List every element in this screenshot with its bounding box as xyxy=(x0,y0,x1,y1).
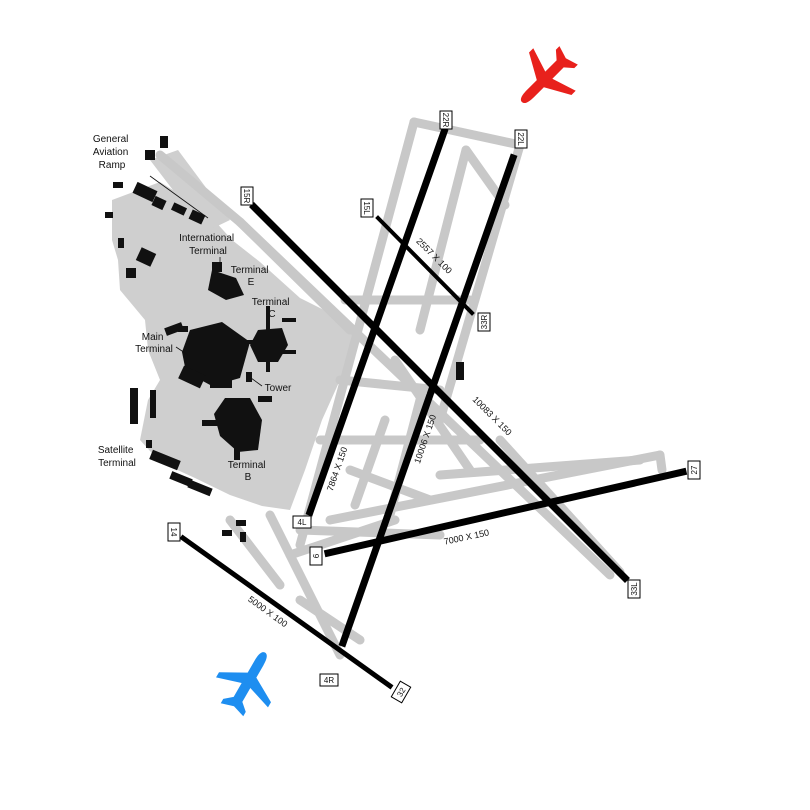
hangar xyxy=(105,212,113,218)
runway-end-15r: 15R xyxy=(240,186,254,206)
runway-15r-33l xyxy=(249,202,630,583)
runway-end-14: 14 xyxy=(167,522,181,542)
airplane-icon xyxy=(520,46,578,104)
runway-end-22r: 22R xyxy=(439,110,453,130)
terminal-c-pier xyxy=(266,306,270,330)
satellite-terminal-building xyxy=(130,388,138,424)
hangar xyxy=(135,247,157,267)
ga-ramp xyxy=(150,150,230,232)
label-international-terminal: International Terminal xyxy=(179,233,237,257)
satellite-terminal-building xyxy=(150,390,156,418)
satellite-terminal-building xyxy=(187,479,213,497)
terminal-b-building xyxy=(214,398,262,452)
runway-4r-22l xyxy=(338,153,518,648)
runway-end-label: 4L xyxy=(298,518,307,527)
hangar xyxy=(113,182,123,188)
satellite-terminal-building xyxy=(169,471,193,487)
label-main-terminal: Main Terminal xyxy=(135,332,173,355)
runway-end-4r: 4R xyxy=(319,673,339,687)
buildings xyxy=(105,136,464,542)
hangar xyxy=(126,268,136,278)
hangar xyxy=(145,150,155,160)
runway-end-label: 4R xyxy=(324,676,334,685)
taxiway-cross-g xyxy=(155,150,245,227)
tower-building xyxy=(246,372,252,382)
taxiway-top xyxy=(409,117,525,150)
small-building xyxy=(178,326,188,332)
leader-line xyxy=(175,346,189,356)
taxiway-27-end xyxy=(655,450,667,475)
taxiway-diag-c xyxy=(390,355,475,475)
label-general-aviation: General Aviation Ramp xyxy=(93,134,131,171)
terminal-c-pier xyxy=(246,340,256,344)
runway-end-4l: 4L xyxy=(292,515,312,529)
terminal-b-pier xyxy=(258,396,272,402)
runways xyxy=(179,127,688,690)
runway-end-15l: 15L xyxy=(360,198,374,218)
runway-end-33l: 33L xyxy=(627,579,641,599)
runway-end-33r: 33R xyxy=(477,312,491,332)
terminal-c-pier xyxy=(282,350,296,354)
taxiway-sw-a xyxy=(265,510,345,660)
runway-end-27: 27 xyxy=(687,460,701,480)
terminal-e-building xyxy=(208,270,244,300)
small-building xyxy=(222,530,232,536)
runway-end-22l: 22L xyxy=(514,129,528,149)
runway-end-32: 32 xyxy=(390,680,412,704)
hangar xyxy=(160,136,168,148)
runway-end-label: 22R xyxy=(441,113,450,128)
leader-line xyxy=(250,377,263,387)
satellite-terminal-building xyxy=(149,449,181,471)
runway-end-label: 33R xyxy=(480,314,489,329)
taxiway-cross-f xyxy=(350,415,390,510)
runway-15l-33r xyxy=(375,215,475,316)
hangar xyxy=(151,195,167,211)
terminal-b-pier xyxy=(202,420,220,426)
hangar xyxy=(188,209,206,225)
main-terminal-building xyxy=(182,322,250,386)
runway-end-label: 15L xyxy=(362,201,371,215)
runway-end-label: 27 xyxy=(690,465,699,474)
taxiway-cross-h xyxy=(235,217,355,335)
terminal-c-pier xyxy=(282,318,296,322)
label-terminal-c: Terminal C xyxy=(252,297,293,320)
runway-end-label: 15R xyxy=(242,189,251,204)
main-terminal-pier xyxy=(178,365,206,389)
airplane-icon xyxy=(216,652,271,717)
terminal-c-building xyxy=(250,328,288,362)
leader-line xyxy=(149,175,209,219)
taxiway-9-27-b xyxy=(435,455,645,480)
runway-end-label: 33L xyxy=(630,582,639,596)
hangar xyxy=(118,238,124,248)
runway-4l-22r xyxy=(305,127,449,517)
label-tower: Tower xyxy=(265,383,292,394)
label-terminal-e: Terminal E xyxy=(231,265,272,288)
taxiway-parallel-b xyxy=(435,140,525,425)
taxiway-network xyxy=(112,117,667,660)
terminal-e-pier xyxy=(212,262,222,272)
taxiway-sw-e xyxy=(285,515,400,560)
runway-dims-7000x150: 7000 X 150 xyxy=(443,527,490,546)
runway-end-label: 9 xyxy=(311,554,320,559)
terminal-c-pier xyxy=(266,362,270,372)
main-terminal-pier xyxy=(210,380,232,388)
small-building xyxy=(456,362,464,380)
runway-9-27 xyxy=(323,467,688,558)
runway-14-32 xyxy=(179,534,394,690)
runway-end-label: 22L xyxy=(516,132,525,146)
hangar xyxy=(170,202,188,216)
small-building xyxy=(236,520,246,526)
runway-end-label: 14 xyxy=(169,528,178,537)
satellite-terminal-building xyxy=(146,440,152,448)
taxiway-sw-b xyxy=(225,515,285,590)
main-terminal-pier xyxy=(164,322,184,336)
terminal-b-pier xyxy=(234,446,240,460)
label-terminal-b: Terminal B xyxy=(228,460,269,483)
runway-end-9: 9 xyxy=(309,546,323,566)
label-satellite-terminal: Satellite Terminal xyxy=(98,445,136,469)
small-building xyxy=(240,532,246,542)
hangar xyxy=(132,181,158,203)
